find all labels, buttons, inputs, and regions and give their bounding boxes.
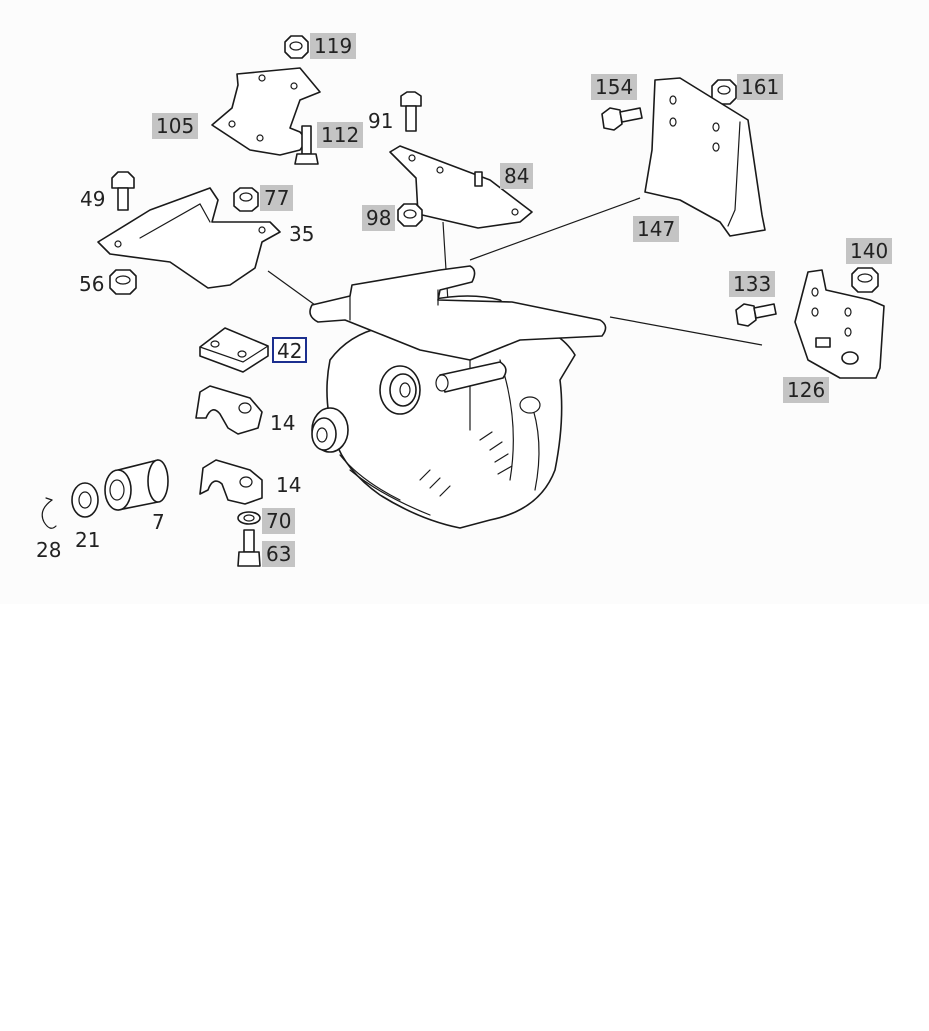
label-119[interactable]: 119: [310, 33, 357, 59]
label-84[interactable]: 84: [500, 163, 534, 189]
part-14-lower-mount: [199, 459, 263, 505]
label-28[interactable]: 28: [36, 538, 62, 562]
part-14-upper-mount: [195, 385, 263, 435]
label-7[interactable]: 7: [152, 510, 165, 534]
label-42-selected[interactable]: 42: [272, 337, 308, 363]
part-21-washer: [71, 482, 99, 518]
label-133[interactable]: 133: [729, 271, 776, 297]
label-21[interactable]: 21: [75, 528, 101, 552]
part-112-bolt: [294, 125, 319, 165]
part-147-bracket: [644, 77, 766, 237]
part-70-washer: [237, 511, 261, 525]
part-42-pad: [199, 327, 269, 373]
part-56-nut: [109, 269, 137, 295]
part-7-bushing: [104, 459, 169, 511]
output-flange: [311, 407, 349, 453]
label-98[interactable]: 98: [362, 205, 396, 231]
part-91-bolt: [400, 91, 422, 132]
label-105[interactable]: 105: [152, 113, 199, 139]
input-flange: [379, 361, 507, 415]
part-133-bolt: [735, 303, 777, 327]
label-14-lower[interactable]: 14: [276, 473, 302, 497]
part-161-nut: [711, 79, 737, 105]
part-28-clip: [41, 497, 57, 529]
label-35[interactable]: 35: [289, 222, 315, 246]
label-126[interactable]: 126: [783, 377, 830, 403]
label-161[interactable]: 161: [737, 74, 784, 100]
exploded-parts-diagram: [41, 35, 885, 567]
crossmember-tube: [309, 265, 607, 361]
part-77-nut: [233, 187, 259, 212]
part-63-bolt: [237, 529, 261, 567]
part-154-bolt: [601, 107, 643, 131]
part-126-bracket: [794, 269, 885, 379]
label-63[interactable]: 63: [262, 541, 296, 567]
label-49[interactable]: 49: [80, 187, 106, 211]
part-140-nut: [851, 267, 879, 293]
label-140[interactable]: 140: [846, 238, 893, 264]
label-91[interactable]: 91: [368, 109, 394, 133]
part-49-bolt: [111, 171, 135, 211]
label-56[interactable]: 56: [79, 272, 105, 296]
parts-diagram-panel: 119 105 112 91 154 161 84 49 77 35 98 14…: [36, 33, 893, 567]
label-147[interactable]: 147: [633, 216, 680, 242]
part-84-bracket: [389, 145, 533, 229]
part-35-support: [97, 187, 281, 289]
part-119-nut: [284, 35, 309, 59]
part-98-nut: [397, 203, 423, 227]
label-112[interactable]: 112: [317, 122, 364, 148]
label-77[interactable]: 77: [260, 185, 294, 211]
label-70[interactable]: 70: [262, 508, 296, 534]
label-154[interactable]: 154: [591, 74, 638, 100]
label-14-upper[interactable]: 14: [270, 411, 296, 435]
differential-housing: [326, 295, 576, 529]
